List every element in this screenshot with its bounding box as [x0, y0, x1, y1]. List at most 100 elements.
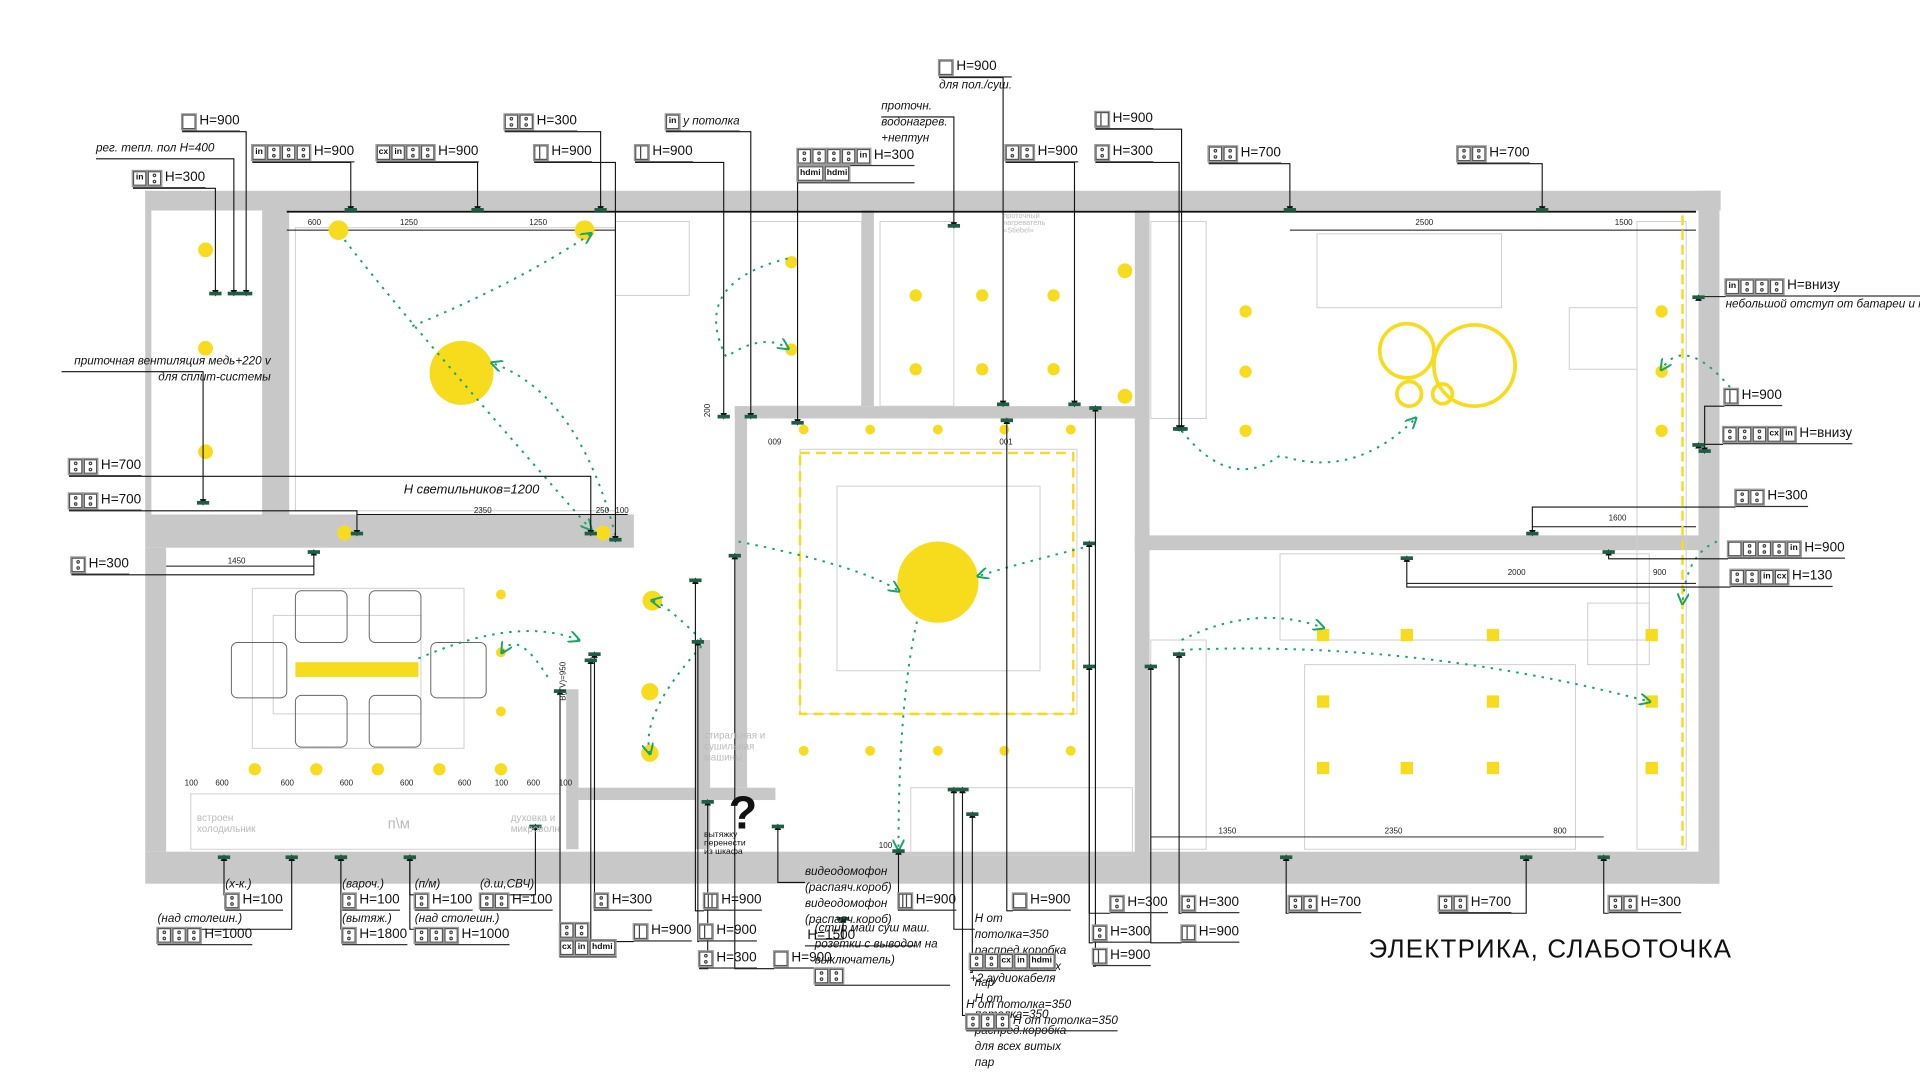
outlet-marker — [350, 531, 364, 536]
outlet-marker — [285, 855, 298, 860]
annotation-callout: (х-к.)H=100 — [224, 876, 283, 911]
ceiling-light — [999, 424, 1010, 435]
dimension-label: 100 — [878, 841, 893, 851]
socket-icon — [1771, 539, 1788, 557]
socket-icon — [840, 147, 857, 165]
ceiling-light — [798, 745, 809, 756]
socket-icon — [593, 891, 610, 909]
switch-icon — [1726, 539, 1743, 557]
in-port-icon: in — [390, 143, 407, 161]
outlet-marker — [1172, 427, 1186, 431]
annotation-note: (вароч.) — [342, 877, 385, 892]
ceiling-light — [496, 589, 506, 600]
in-port-icon: in — [1785, 539, 1802, 557]
mounting-height: H=внизу — [1799, 425, 1853, 441]
mounting-height: H=900 — [438, 144, 479, 159]
ceiling-light — [1655, 365, 1668, 378]
ceiling-light — [999, 745, 1010, 756]
wall — [145, 190, 152, 515]
ceiling-light — [865, 424, 876, 435]
dimension-label: 200 — [703, 403, 713, 418]
spot-light — [1400, 628, 1413, 642]
outlet-marker — [1526, 531, 1539, 536]
socket-icon — [796, 147, 813, 165]
leader-line — [96, 158, 238, 297]
furniture-outline — [879, 221, 955, 407]
mounting-height: H=900 — [651, 923, 692, 938]
outlet-marker — [966, 812, 979, 817]
ceiling-light — [1117, 263, 1133, 279]
socket-icon — [1768, 277, 1785, 295]
furniture-outline — [1316, 233, 1503, 309]
socket-icon — [185, 926, 202, 944]
ceiling-light — [909, 363, 922, 376]
annotation-callout: (д.ш,СВЧ)H=100 — [478, 876, 553, 911]
annotation-note: (вытяж.) — [342, 912, 392, 926]
socket-icon — [1222, 144, 1239, 162]
wire-route — [502, 644, 549, 678]
outlet-marker — [584, 658, 597, 663]
ceiling-light — [1047, 289, 1060, 302]
outlet-marker — [1520, 855, 1533, 860]
mounting-height: H=900 — [313, 144, 355, 159]
mounting-height: H=900 — [652, 144, 693, 159]
ceiling-light — [897, 541, 979, 623]
annotation-note: проточн. водонагрев. +нептун — [881, 99, 948, 146]
leader-line — [68, 510, 361, 537]
dimension-label: 600 — [457, 779, 472, 788]
mounting-height: H=900 — [915, 892, 957, 908]
socket-icon — [1452, 894, 1469, 912]
socket-icon — [1744, 568, 1761, 586]
mounting-height: H=700 — [1470, 894, 1512, 910]
annotation-callout: H=300 — [593, 891, 652, 911]
leader-line — [157, 854, 296, 930]
socket-icon — [224, 891, 241, 909]
mounting-height: H=100 — [242, 892, 283, 908]
annotation-callout: H=900 — [1011, 891, 1071, 911]
socket-icon — [1753, 277, 1770, 295]
outlet-marker — [836, 916, 850, 921]
mounting-height: H=300 — [716, 950, 757, 965]
wire-route — [649, 645, 703, 753]
socket-icon — [404, 143, 421, 161]
mounting-height: H=300 — [88, 556, 129, 572]
dimension-label: 1250 — [529, 219, 548, 228]
annotation-callout: H=300 — [1108, 894, 1168, 914]
dimension-label: В(ТV)=950 — [559, 661, 568, 701]
ceiling-light — [496, 647, 506, 658]
socket-icon — [265, 143, 282, 161]
socket-icon — [413, 926, 430, 944]
wall — [145, 514, 634, 548]
in-port-icon: in — [664, 112, 681, 130]
leader-line — [68, 475, 595, 537]
spot-light — [1645, 761, 1658, 775]
dimension-label: 800 — [1553, 827, 1567, 836]
outlet-marker — [471, 208, 484, 212]
annotation-callout: H=300 — [503, 112, 577, 132]
dimension-label: 2350 — [1384, 827, 1403, 836]
wire-route — [1181, 616, 1324, 641]
outlet-marker — [217, 855, 231, 860]
chair — [368, 590, 422, 643]
mounting-height: H=300 — [611, 892, 652, 908]
ceiling-light — [1065, 424, 1076, 435]
mounting-height: H=300 — [1110, 924, 1151, 940]
annotation-note: Н от потолка=350 — [1012, 1014, 1118, 1028]
wall — [734, 406, 748, 788]
annotation-callout: H=700 — [1456, 144, 1530, 164]
outlet-marker — [1692, 295, 1705, 300]
ceiling-light — [641, 683, 659, 701]
furniture-outline — [750, 221, 863, 407]
mounting-height: H=700 — [100, 457, 142, 473]
annotation-note: Н от потолка=350 — [966, 998, 1072, 1012]
dimension-label: 2500 — [1415, 219, 1434, 228]
annotation-note: (над столешн.) — [157, 912, 243, 926]
mounting-height: H=1000 — [461, 926, 510, 942]
socket-icon — [1437, 894, 1454, 912]
annotation-note: небольшой отступ от батареи и начало роз… — [1725, 297, 1920, 312]
socket-icon — [1108, 894, 1125, 912]
annotation-callout: H=900 — [1091, 947, 1151, 967]
socket-icon — [82, 491, 99, 509]
